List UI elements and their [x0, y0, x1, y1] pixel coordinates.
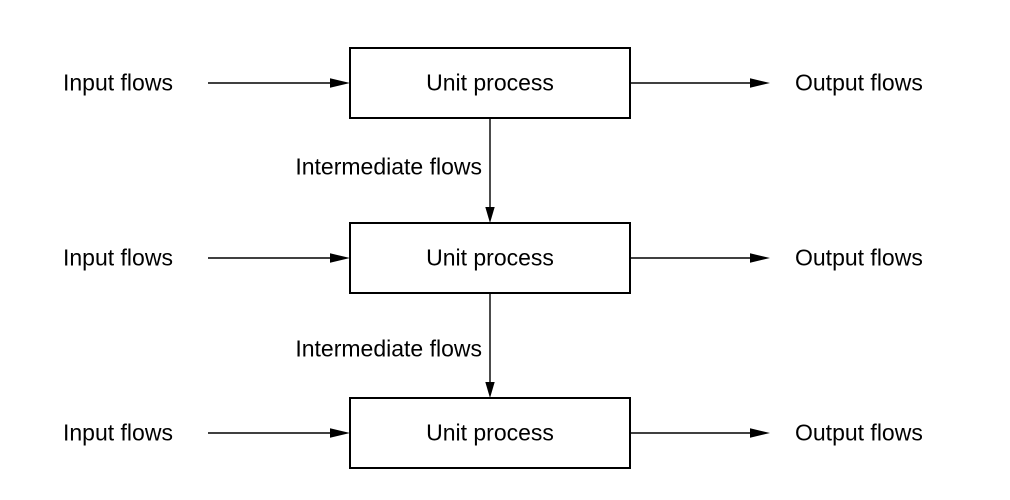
output-flows-label-1: Output flows	[795, 69, 923, 96]
diagram-row-3	[208, 397, 770, 469]
unit-process-box-3	[349, 397, 631, 469]
input-flows-label-3: Input flows	[63, 419, 173, 446]
input-arrowhead-3	[330, 428, 350, 438]
output-arrowhead-1	[750, 78, 770, 88]
unit-process-box-1	[349, 47, 631, 119]
intermediate-connector-1	[485, 118, 495, 223]
input-arrowhead-1	[330, 78, 350, 88]
intermediate-arrowhead-2	[485, 382, 495, 398]
unit-process-label-2: Unit process	[426, 244, 554, 271]
output-flows-label-3: Output flows	[795, 419, 923, 446]
output-arrowhead-3	[750, 428, 770, 438]
output-arrowhead-2	[750, 253, 770, 263]
intermediate-flows-label-2: Intermediate flows	[295, 335, 482, 362]
unit-process-label-1: Unit process	[426, 69, 554, 96]
intermediate-arrowhead-1	[485, 207, 495, 223]
input-flows-label-1: Input flows	[63, 69, 173, 96]
output-flows-label-2: Output flows	[795, 244, 923, 271]
intermediate-flows-label-1: Intermediate flows	[295, 153, 482, 180]
unit-process-label-3: Unit process	[426, 419, 554, 446]
diagram-row-1	[208, 47, 770, 119]
intermediate-connector-2	[485, 293, 495, 398]
input-flows-label-2: Input flows	[63, 244, 173, 271]
input-arrowhead-2	[330, 253, 350, 263]
